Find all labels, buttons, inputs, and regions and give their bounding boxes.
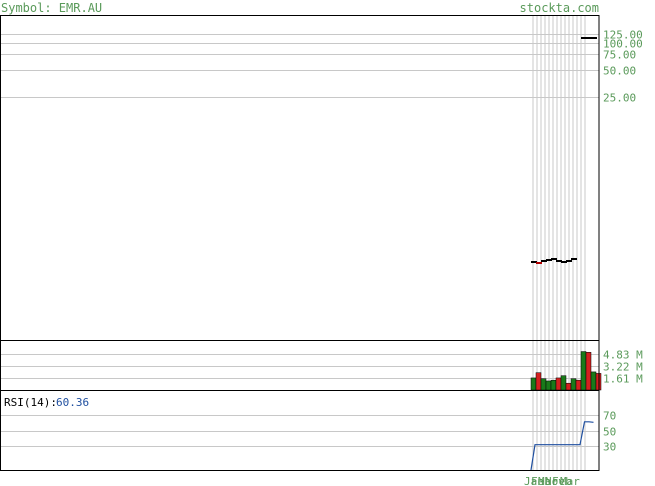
x-tick-label: Nov [545,475,565,486]
volume-frame [0,340,600,391]
volume-bar [550,379,557,391]
rsi-label: RSI(14): [4,396,57,409]
rsi-line [530,421,594,471]
rsi-tick-label: 30 [603,441,616,454]
price-tick-label: 25.00 [603,92,636,105]
volume-bar [580,351,587,391]
rsi-value: 60.36 [56,396,89,409]
price-tick-label: 100.00 [603,38,643,51]
price-tick-label: 50.00 [603,65,636,78]
volume-bar [570,378,577,391]
volume-bar [555,377,562,391]
rsi-tick-label: 50 [603,426,616,439]
volume-tick-label: 4.83 M [603,349,643,362]
price-candle [571,258,577,260]
volume-bar [565,382,572,391]
volume-bar [585,352,592,391]
symbol-label: Symbol: EMR.AU [1,1,102,15]
volume-panel: 4.83 M3.22 M1.61 M [0,340,643,391]
price-candle [551,258,557,260]
rsi-panel: RSI(14): 60.36 70 50 30 [0,390,616,471]
x-tick-label: Mar [560,475,580,486]
volume-bar [575,379,582,391]
price-candle [591,37,597,39]
price-candle [586,37,592,39]
volume-bar [560,375,567,391]
price-candle [541,260,547,262]
price-frame [0,15,600,341]
x-tick-label: Feb [531,475,551,486]
volume-bar [535,372,542,391]
price-candle [531,261,537,263]
price-candle [561,261,567,263]
rsi-frame [0,390,600,471]
price-candle [566,260,572,262]
volume-tick-label: 1.61 M [603,373,643,386]
x-tick-label: Feb [552,475,572,486]
price-tick-label: 75.00 [603,49,636,62]
x-tick-label: Mar [538,475,558,486]
x-tick-label: Jan [524,475,544,486]
price-tick-label: 125.00 [603,29,643,42]
volume-bar [590,371,597,391]
price-candle [581,37,587,39]
volume-bar [540,378,547,391]
price-candle [546,259,552,261]
volume-bar [545,380,552,391]
rsi-tick-label: 70 [603,410,616,423]
price-candle [536,262,542,264]
site-label[interactable]: stockta.com [520,1,599,15]
price-candle [556,260,562,262]
volume-bar [530,377,537,391]
volume-tick-label: 3.22 M [603,361,643,374]
